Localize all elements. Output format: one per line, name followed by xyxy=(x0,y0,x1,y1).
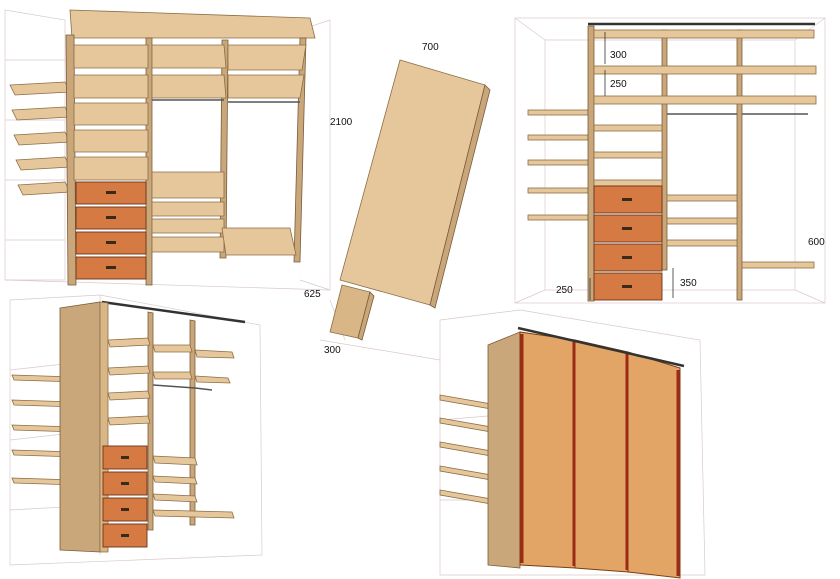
bottom-left-inner-shelves xyxy=(107,337,235,519)
dimension-plinth-depth-label: 625 xyxy=(304,289,321,300)
middle-column-shelves xyxy=(151,44,227,253)
room-grid-top-left xyxy=(4,9,331,291)
bottom-right-side-shelves xyxy=(439,394,498,506)
side-panel-dimension-view: 700 2100 625 300 xyxy=(304,42,491,361)
base-plinth-edge xyxy=(357,291,375,341)
wardrobe-front-view-top-right: 300 250 250 350 600 xyxy=(514,17,826,304)
bottom-left-outer-panel xyxy=(59,301,101,553)
dimension-plinth-label: 300 xyxy=(324,345,341,356)
front-drawers xyxy=(593,185,663,301)
dimension-height-label: 2100 xyxy=(330,117,353,128)
door-top-rail xyxy=(517,326,685,368)
front-left-panel xyxy=(587,25,595,302)
dimension-lines-front xyxy=(589,32,674,300)
bottom-left-rail xyxy=(101,300,246,324)
bottom-left-divider-1 xyxy=(147,311,154,531)
dimension-bottom-left-label: 250 xyxy=(556,285,573,296)
left-column-drawers xyxy=(75,181,147,280)
dimension-bottom-middle-label: 350 xyxy=(680,278,697,289)
dimension-shelf-spacing-label: 250 xyxy=(610,79,627,90)
right-column-shelves xyxy=(221,44,307,256)
wardrobe-perspective-bottom-left xyxy=(9,294,263,566)
dimension-top-shelf-label: 300 xyxy=(610,50,627,61)
sliding-door-middle xyxy=(574,339,629,573)
room-grid-bottom-left xyxy=(9,294,263,566)
bottom-left-drawers xyxy=(102,445,148,548)
side-panel-edge xyxy=(429,84,491,309)
bottom-left-divider-2 xyxy=(189,319,196,526)
front-left-shelves xyxy=(527,109,589,221)
wardrobe-closed-doors-bottom-right xyxy=(439,309,706,579)
left-side-shelves xyxy=(9,81,71,196)
right-side-panel xyxy=(293,37,307,263)
sliding-door-left xyxy=(519,331,576,569)
left-column-shelves xyxy=(73,44,149,181)
sliding-door-right xyxy=(627,351,681,579)
wardrobe-side-panel xyxy=(487,331,521,569)
dimension-right-label: 600 xyxy=(808,237,825,248)
wardrobe-perspective-top-left xyxy=(4,9,331,291)
dimension-depth-label: 700 xyxy=(422,42,439,53)
left-side-panel xyxy=(65,34,77,286)
front-shelves xyxy=(593,29,817,269)
top-panel xyxy=(69,9,316,39)
